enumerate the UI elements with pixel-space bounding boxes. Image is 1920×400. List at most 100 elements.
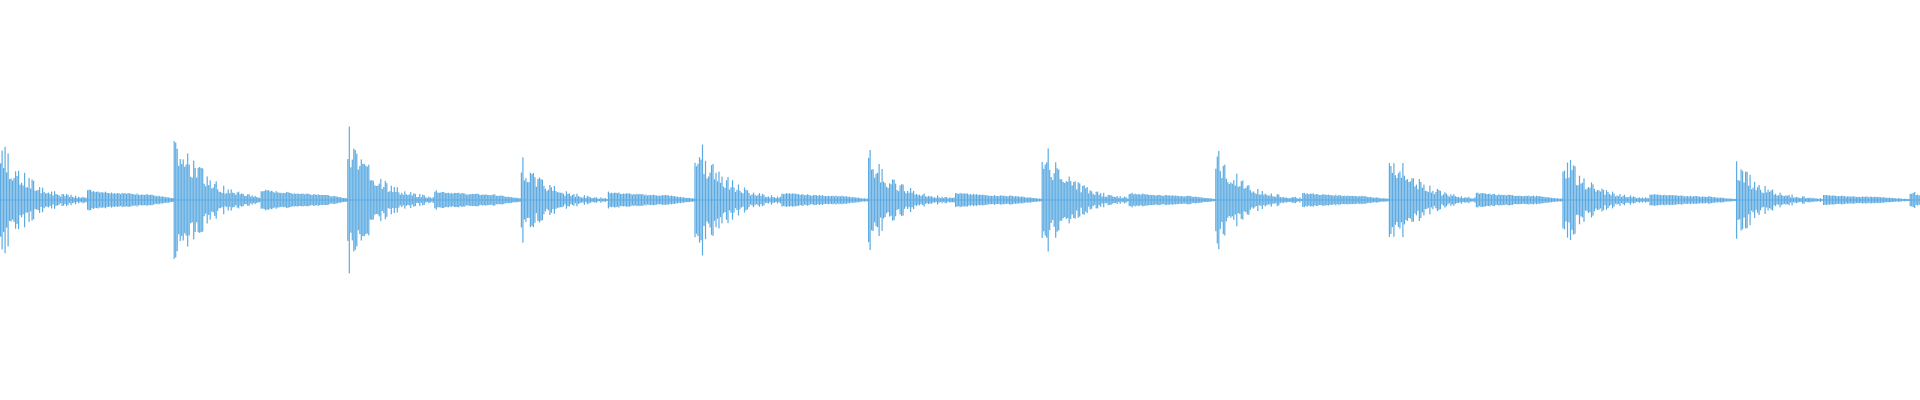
waveform-sample <box>824 196 827 204</box>
waveform-sample <box>1353 196 1355 204</box>
waveform-sample <box>1528 195 1530 205</box>
waveform-sample <box>486 195 488 206</box>
waveform-sample <box>1034 198 1036 202</box>
waveform-sample <box>1847 196 1849 204</box>
beat-5 <box>694 144 869 256</box>
waveform-sample <box>1451 195 1453 205</box>
waveform-sample <box>1499 195 1501 205</box>
waveform-sample <box>1040 198 1042 202</box>
waveform-sample <box>1918 195 1920 205</box>
waveform-sample <box>1018 196 1020 204</box>
waveform-sample <box>124 193 126 207</box>
waveform-sample <box>302 193 304 207</box>
waveform-sample <box>1698 196 1701 204</box>
waveform-sample <box>613 192 615 208</box>
waveform-sample <box>1526 196 1528 204</box>
waveform-sample <box>673 196 675 204</box>
waveform-sample <box>1826 195 1828 205</box>
waveform-sample <box>1155 195 1157 205</box>
waveform-sample <box>49 194 51 206</box>
waveform-sample <box>1892 198 1894 202</box>
waveform-sample <box>1442 194 1444 206</box>
waveform-sample <box>82 196 84 204</box>
waveform-sample <box>215 181 217 219</box>
waveform-sample <box>1182 196 1184 204</box>
waveform-sample <box>1173 195 1175 205</box>
waveform-sample <box>1562 171 1564 229</box>
waveform-sample <box>609 193 611 207</box>
waveform-sample <box>1767 189 1769 211</box>
waveform-sample <box>184 166 186 234</box>
waveform-sample <box>1713 197 1716 203</box>
waveform-sample <box>357 169 359 231</box>
waveform-sample <box>1299 197 1301 203</box>
waveform-sample <box>679 196 681 204</box>
waveform-sample <box>968 194 970 206</box>
waveform-sample <box>760 195 762 205</box>
waveform-sample <box>148 194 150 206</box>
waveform-sample <box>1605 190 1608 210</box>
waveform-sample <box>1848 196 1850 204</box>
waveform-sample <box>1751 189 1753 211</box>
waveform-sample <box>630 193 632 207</box>
waveform-sample <box>1393 163 1395 237</box>
waveform-sample <box>1835 195 1837 205</box>
waveform-sample <box>997 196 999 204</box>
waveform-sample <box>1067 181 1069 219</box>
waveform-sample <box>1261 191 1263 210</box>
waveform-sample <box>1082 185 1084 215</box>
waveform-sample <box>737 184 740 216</box>
waveform-sample <box>328 195 330 205</box>
waveform-sample <box>1712 197 1714 203</box>
waveform-sample <box>1692 196 1695 204</box>
waveform-sample <box>70 194 72 206</box>
waveform-sample <box>1761 192 1763 208</box>
waveform-sample <box>805 194 807 205</box>
waveform-sample <box>1679 195 1681 205</box>
waveform-sample <box>591 197 593 203</box>
waveform-sample <box>171 198 173 202</box>
waveform-sample <box>1365 196 1367 204</box>
waveform-sample <box>1776 195 1778 205</box>
waveform-sample <box>1853 196 1855 204</box>
waveform-sample <box>1160 195 1162 205</box>
waveform-sample <box>331 196 333 204</box>
waveform-sample <box>1278 194 1280 206</box>
waveform-sample <box>1447 195 1449 205</box>
waveform-sample <box>1161 195 1163 205</box>
waveform-sample <box>1610 195 1612 205</box>
waveform-sample <box>1221 178 1223 222</box>
waveform-sample <box>631 194 633 206</box>
waveform-sample <box>661 195 663 205</box>
waveform-sample <box>299 194 301 206</box>
waveform-sample <box>31 179 33 221</box>
waveform-sample <box>135 194 137 206</box>
waveform-sample <box>6 172 8 228</box>
waveform-sample <box>1617 196 1620 204</box>
waveform-sample <box>229 193 231 207</box>
waveform-sample <box>438 192 440 208</box>
waveform-sample <box>100 192 102 208</box>
waveform-sample <box>1122 197 1124 203</box>
waveform-sample <box>1001 195 1003 205</box>
waveform-sample <box>3 167 5 233</box>
waveform-sample <box>928 195 930 204</box>
waveform-sample <box>1047 148 1049 252</box>
waveform-sample <box>1866 196 1868 204</box>
waveform-sample <box>940 198 942 202</box>
waveform-sample <box>1219 170 1221 230</box>
waveform-sample <box>890 184 892 216</box>
waveform-sample <box>815 195 818 205</box>
waveform-sample <box>1097 191 1099 209</box>
waveform-sample <box>559 192 561 208</box>
waveform-sample <box>839 196 842 204</box>
waveform-sample <box>72 196 74 204</box>
waveform-sample <box>512 197 514 203</box>
waveform-sample <box>401 192 403 208</box>
waveform-sample <box>1896 198 1898 202</box>
waveform-sample <box>1444 192 1446 208</box>
waveform-sample <box>498 195 500 205</box>
waveform-sample <box>869 150 871 251</box>
waveform-sample <box>1323 194 1325 206</box>
waveform-sample <box>959 192 961 208</box>
